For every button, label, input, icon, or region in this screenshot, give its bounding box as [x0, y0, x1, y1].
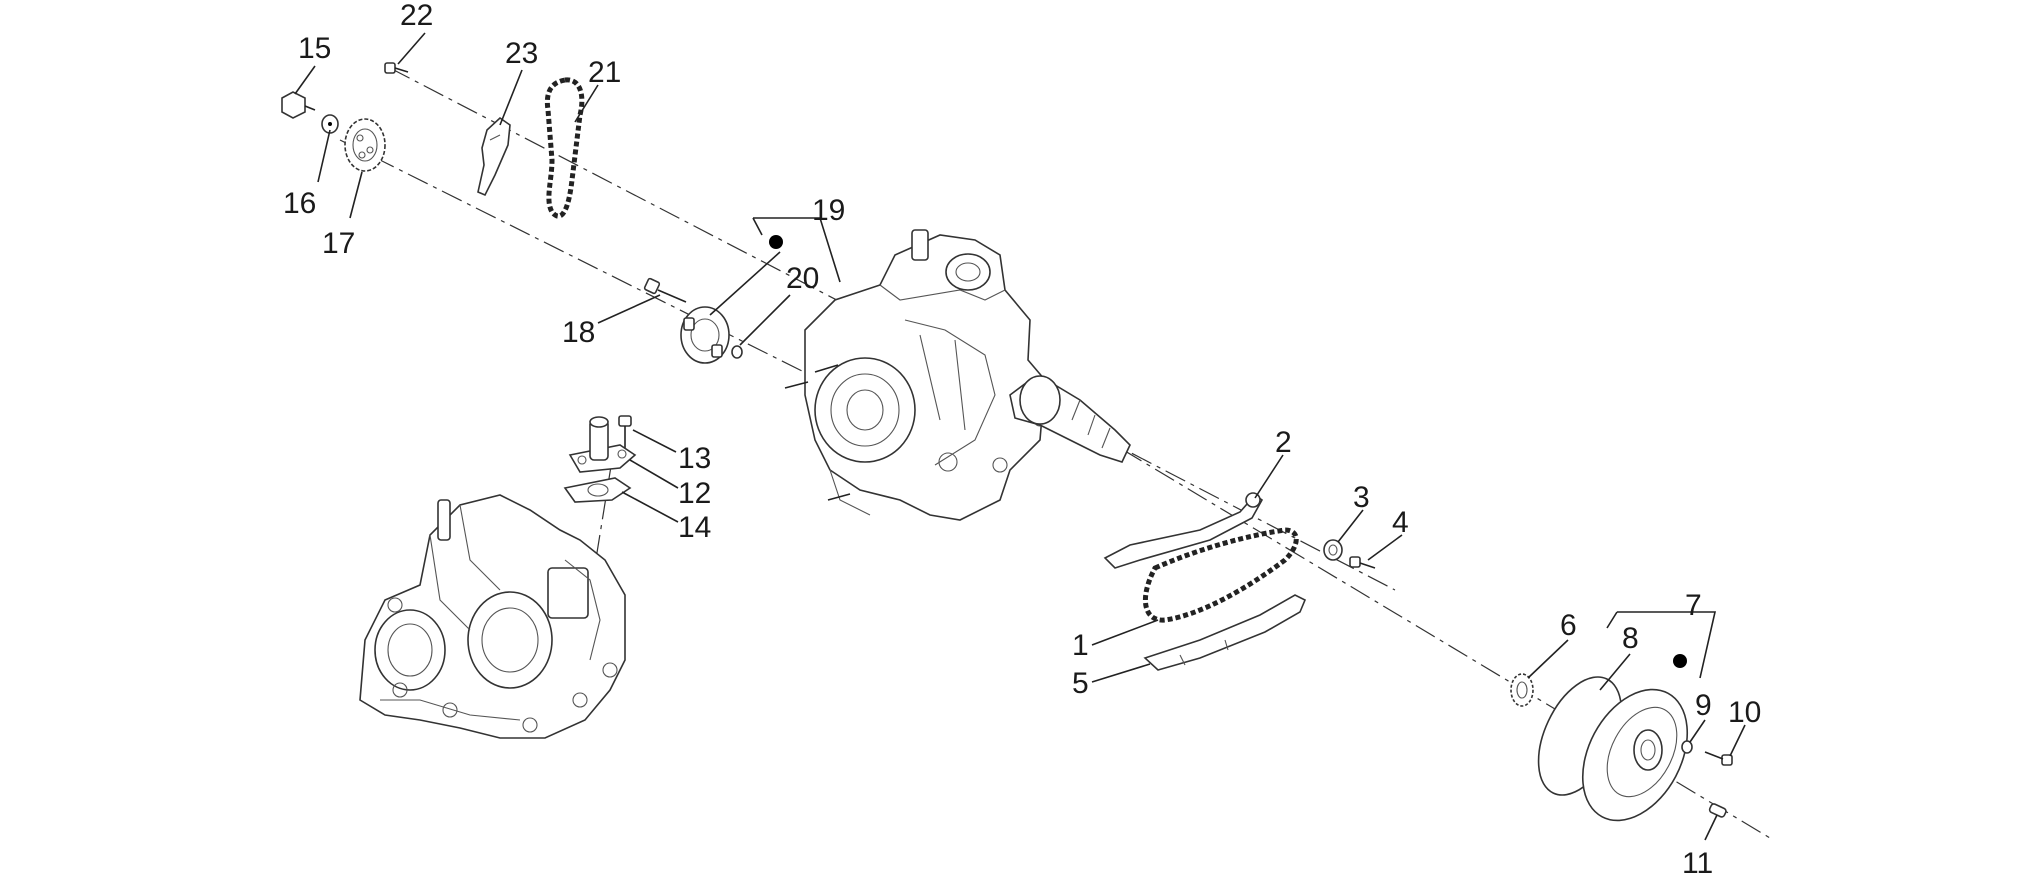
label-11: 11 [1682, 847, 1713, 878]
label-9: 9 [1695, 689, 1712, 722]
label-12: 12 [678, 477, 711, 510]
part-11-pin [1708, 803, 1727, 818]
engine-assembly [359, 494, 626, 739]
label-20: 20 [786, 262, 819, 295]
part-10-bolt [1704, 751, 1733, 766]
part-20-o-ring [731, 345, 743, 359]
label-1: 1 [1072, 629, 1089, 662]
label-18: 18 [562, 316, 595, 349]
label-4: 4 [1392, 506, 1409, 539]
label-13: 13 [678, 442, 711, 475]
kit-bracket-19 [709, 217, 841, 316]
label-7: 7 [1685, 589, 1702, 622]
label-6: 6 [1560, 609, 1577, 642]
label-22: 22 [400, 0, 433, 32]
part-2-chain-guide [1103, 492, 1264, 569]
label-5: 5 [1072, 667, 1089, 700]
part-22-screw [384, 62, 409, 74]
part-14-gasket [563, 477, 632, 503]
label-17: 17 [322, 227, 355, 260]
label-3: 3 [1353, 481, 1370, 514]
part-9-washer [1681, 740, 1693, 754]
label-8: 8 [1622, 622, 1639, 655]
label-2: 2 [1275, 426, 1292, 459]
part-21-timing-chain [544, 77, 585, 219]
part-number-labels: 22 15 23 21 16 17 19 20 18 13 12 14 2 3 … [283, 0, 1761, 878]
part-18-bolt [643, 277, 687, 303]
part-23-tensioner-slider [477, 116, 511, 197]
part-1-timing-chain [1143, 527, 1299, 623]
part-19-oil-pump [680, 306, 730, 364]
part-17-camshaft-sprocket [344, 118, 386, 172]
leader-lines [294, 32, 1746, 841]
part-4-bolt [1349, 556, 1376, 569]
filled-dot-icon [1673, 654, 1687, 668]
part-5-tensioner-slider [1143, 594, 1307, 671]
part-13-bolt [618, 415, 632, 448]
kit-bracket-7 [1606, 611, 1717, 679]
label-23: 23 [505, 37, 538, 70]
part-3-sprocket-nut [1323, 539, 1343, 561]
label-19: 19 [812, 194, 845, 227]
label-14: 14 [678, 511, 711, 544]
part-15-nut [281, 91, 316, 119]
label-21: 21 [588, 56, 621, 89]
label-15: 15 [298, 32, 331, 65]
label-16: 16 [283, 187, 316, 220]
filled-dot-icon [769, 235, 783, 249]
part-6-drive-sprocket [1510, 673, 1534, 707]
part-7-cover [1581, 688, 1689, 822]
label-10: 10 [1728, 696, 1761, 729]
part-12-chain-tensioner [568, 416, 637, 473]
crankcase-housing [784, 229, 1131, 521]
